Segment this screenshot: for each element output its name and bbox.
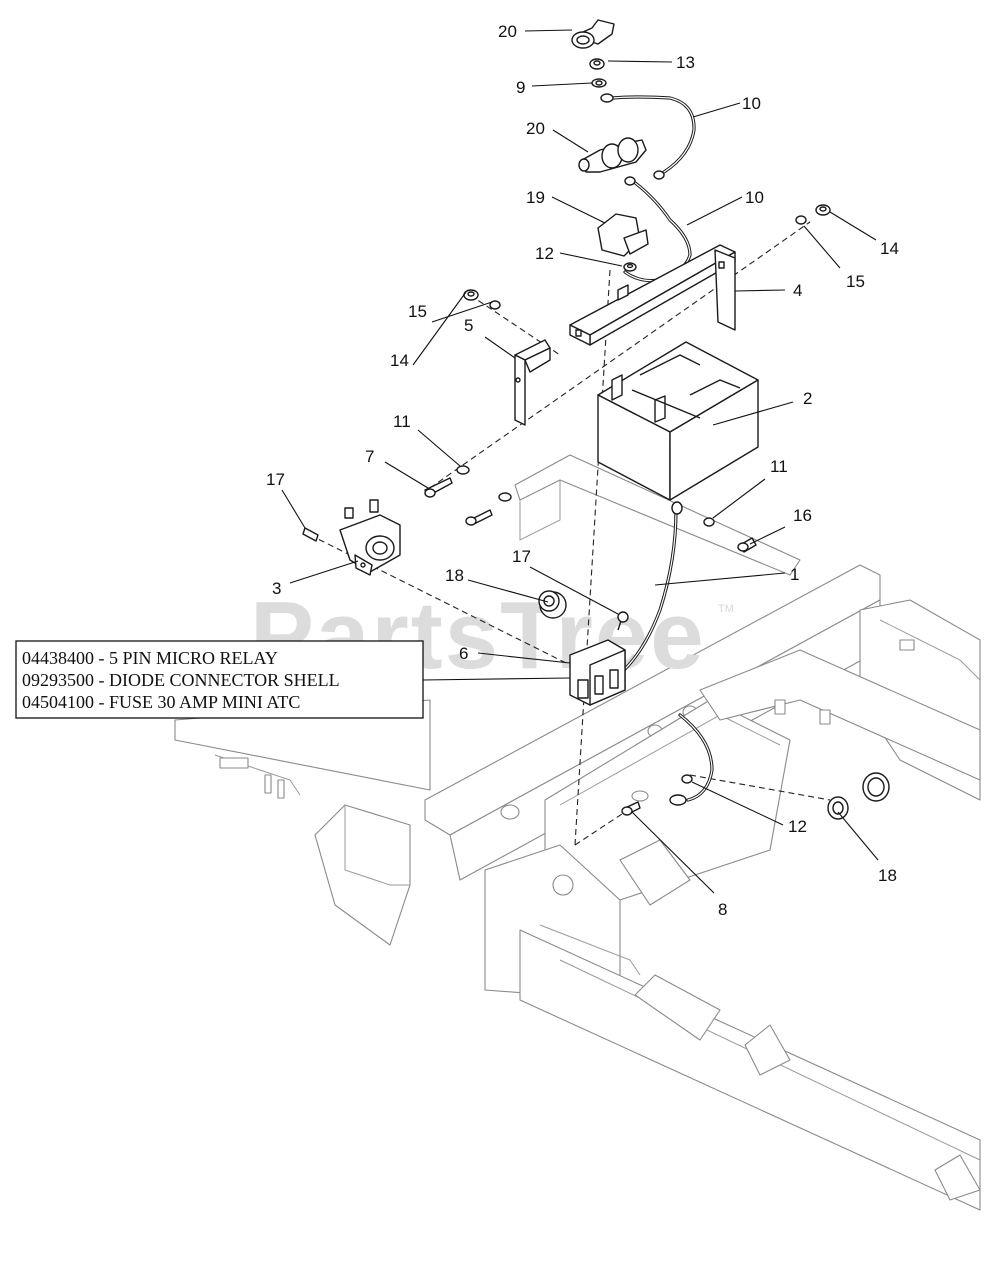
callout-2: 2 — [803, 389, 812, 408]
part-14-nut-left — [463, 289, 479, 301]
part-11-washer-left — [456, 465, 470, 475]
callout-10a: 10 — [742, 94, 761, 113]
callout-16: 16 — [793, 506, 812, 525]
part-3-solenoid — [339, 499, 401, 576]
callout-4: 4 — [793, 281, 802, 300]
part-18-bushing-right — [827, 772, 890, 820]
part-4-hold-down-bracket — [569, 244, 736, 346]
part-17-screw-left — [302, 527, 319, 542]
callout-1: 1 — [790, 565, 799, 584]
frame-left-bracket — [314, 804, 411, 946]
callout-20b: 20 — [526, 119, 545, 138]
part-17-screw-center — [617, 611, 629, 631]
part-10-battery-cable — [600, 93, 696, 180]
part-2-battery — [597, 341, 759, 501]
callout-12b: 12 — [788, 817, 807, 836]
callout-11a: 11 — [393, 412, 411, 431]
part-13-nut — [589, 58, 605, 70]
callout-6: 6 — [459, 644, 468, 663]
part-8-bolt — [621, 790, 649, 816]
callout-19: 19 — [526, 188, 545, 207]
part-5-bracket — [514, 339, 551, 426]
part-12-nut-lower — [681, 774, 693, 784]
callout-18b: 18 — [878, 866, 897, 885]
part-16-bolt — [737, 537, 757, 553]
callout-15a: 15 — [846, 272, 865, 291]
note-line-3: 04504100 - FUSE 30 AMP MINI ATC — [22, 692, 300, 712]
callout-13: 13 — [676, 53, 695, 72]
part-11-washer-right — [703, 517, 715, 527]
note-line-2: 09293500 - DIODE CONNECTOR SHELL — [22, 670, 340, 690]
part-15-washer-right — [795, 215, 807, 225]
part-1-negative-cable — [620, 501, 683, 674]
part-6-relay — [569, 639, 626, 706]
callout-18a: 18 — [445, 566, 464, 585]
part-10-ground-cable — [623, 176, 692, 283]
callout-8: 8 — [718, 900, 727, 919]
callout-20a: 20 — [498, 22, 517, 41]
callout-numbers: 20 13 9 10 20 19 10 14 15 12 4 15 5 14 2… — [266, 22, 899, 919]
callout-15b: 15 — [408, 302, 427, 321]
note-line-1: 04438400 - 5 PIN MICRO RELAY — [22, 648, 278, 668]
part-lower-cable — [669, 713, 714, 806]
leader-lines — [281, 29, 879, 894]
part-14-nut-right — [815, 204, 831, 216]
callout-14b: 14 — [390, 351, 409, 370]
frame-cross-member — [699, 649, 981, 781]
part-18-bushing-left — [538, 590, 567, 619]
callout-14a: 14 — [880, 239, 899, 258]
callout-17b: 17 — [512, 547, 531, 566]
part-19-terminal-cover — [597, 213, 649, 257]
watermark-trademark: TM — [718, 603, 734, 615]
part-20-terminal-boot-top — [571, 19, 615, 49]
part-7-bolt — [424, 477, 453, 498]
part-15-washer-left — [489, 300, 501, 310]
callout-11b: 11 — [770, 457, 788, 476]
callout-10b: 10 — [745, 188, 764, 207]
callout-3: 3 — [272, 579, 281, 598]
part-bolt-tray — [465, 492, 512, 526]
part-12-nut-top — [623, 262, 637, 272]
note-box-frame — [15, 640, 424, 719]
part-note-box: 04438400 - 5 PIN MICRO RELAY 09293500 - … — [15, 640, 424, 719]
frame-bottom-rail — [519, 929, 981, 1211]
part-9-washer — [591, 78, 607, 88]
callout-9: 9 — [516, 78, 525, 97]
callout-12a: 12 — [535, 244, 554, 263]
part-20-terminal-boot-double — [578, 137, 647, 173]
mower-frame — [174, 454, 981, 1211]
callout-5: 5 — [464, 316, 473, 335]
callout-17a: 17 — [266, 470, 285, 489]
callout-7: 7 — [365, 447, 374, 466]
